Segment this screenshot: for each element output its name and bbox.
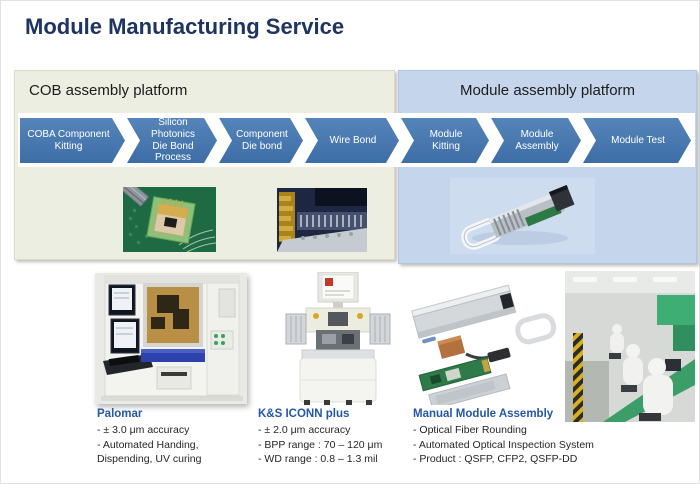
cleanroom-assembly-line-photo [565,271,695,422]
spec-line: - Optical Fiber Rounding [413,424,527,436]
module-panel-title: Module assembly platform [459,82,636,99]
flow-step-component-die: Component Die bond [219,118,303,163]
flow-step-module-kitting: Module Kitting [401,118,489,163]
flow-step-module-test: Module Test [583,118,691,163]
optical-transceiver-module-photo [450,178,595,254]
spec-line: - ± 3.0 μm accuracy [97,424,190,436]
equipment-name: Palomar [97,408,143,420]
ks-iconn-wire-bonder-photo [272,272,402,405]
chip-on-board-photo [123,187,216,252]
equipment-name: Manual Module Assembly [413,408,554,420]
spec-line: - ± 2.0 μm accuracy [258,424,351,436]
cob-panel-title: COB assembly platform [29,82,188,99]
spec-line: Dispending, UV curing [97,453,202,465]
spec-line: - Automated Optical Inspection System [413,438,594,451]
ks-iconn-info: K&S ICONN plus - ± 2.0 μm accuracy - BPP… [258,408,413,467]
spec-line: - BPP range : 70 – 120 μm [258,438,383,451]
equipment-name: K&S ICONN plus [258,408,350,420]
qsfp-module-exploded-photo [400,272,560,405]
spec-line: - WD range : 0.8 – 1.3 mil [258,453,378,465]
flow-step-wire-bond: Wire Bond [305,118,399,163]
wire-bond-closeup-photo [277,188,367,252]
palomar-info: Palomar - ± 3.0 μm accuracy - Automated … [97,408,257,467]
manual-assembly-info: Manual Module Assembly - Optical Fiber R… [413,408,648,467]
flow-step-module-assembly: Module Assembly [491,118,581,163]
spec-line: - Product : QSFP, CFP2, QSFP-DD [413,453,578,465]
page-title: Module Manufacturing Service [25,14,345,39]
palomar-die-bonder-photo [95,273,247,404]
process-flow-strip: COBA Component Kitting Silicon Photonics… [18,113,695,167]
flow-step-si-photonics: Silicon Photonics Die Bond Process [127,118,217,163]
spec-line: - Automated Handing, [97,438,199,451]
flow-step-coba-kitting: COBA Component Kitting [20,118,125,163]
